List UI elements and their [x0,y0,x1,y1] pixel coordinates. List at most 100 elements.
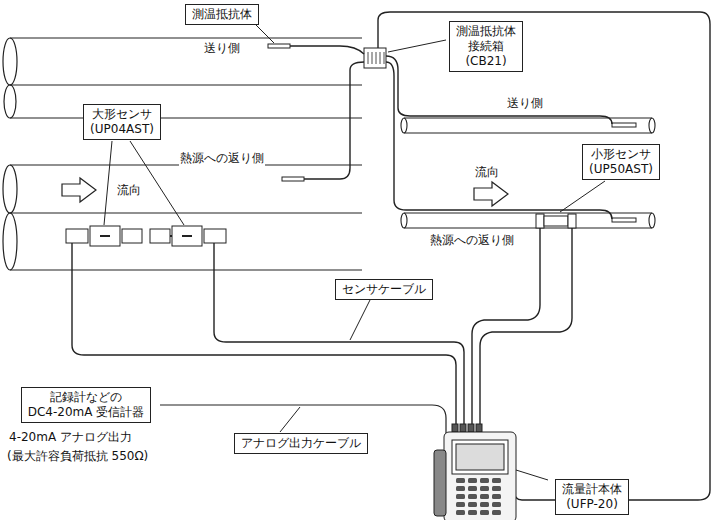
callout-box: センサケーブル [335,279,433,300]
callout-box: 測温抵抗体 接続箱 (CB21) [449,21,523,72]
small-sensor [544,216,568,226]
callout-text: センサケーブル [342,282,426,297]
large-sensor [172,226,202,246]
keypad-key [492,478,501,483]
flowmeter-body [434,424,516,520]
flowmeter-body [460,424,466,432]
flow-arrow [62,178,96,202]
sensor-cable [472,228,540,430]
pipe-label: 熱源への返り側 [179,151,265,166]
keypad-key [468,494,477,499]
pipe-label: 流向 [116,183,142,198]
leader-line [255,24,274,43]
keypad-key [456,502,465,507]
flowmeter-body [444,432,516,520]
flowmeter-body [434,450,446,516]
flowmeter-body [456,444,504,470]
pipe-label: (最大許容負荷抵抗 550Ω) [6,449,149,464]
keypad-key [456,510,465,515]
keypad-key [492,486,501,491]
large-pipe [10,165,362,270]
large-pipe [3,38,17,85]
junction-box [368,52,384,64]
callout-text: 小形センサ (UP50AST) [589,147,653,177]
large-pipe [4,85,16,118]
leader-line [516,470,548,480]
flowmeter-body [452,424,458,432]
flowmeter-body [476,424,482,432]
keypad-key [468,486,477,491]
callout-text: DC4-20mA 受信計器 [28,405,145,420]
rtd-cable [386,62,612,219]
small-pipe [401,213,407,228]
rtd-cable [290,46,364,54]
callout-text: アナログ出力ケーブル [241,436,361,451]
small-pipe [649,213,655,228]
rtd-probe [268,44,290,48]
sensor-cable [214,243,464,430]
keypad-key [492,494,501,499]
leader-line [388,40,446,52]
receiver-box: 記録計などのDC4-20mA 受信計器 [21,387,152,423]
large-sensor [66,226,226,246]
rtd-probe [612,123,636,127]
large-pipe [3,38,362,270]
pipe-label: 流向 [474,165,500,180]
callout-text: 測温抵抗体 接続箱 (CB21) [456,24,516,69]
keypad-key [492,510,501,515]
callout-box: アナログ出力ケーブル [234,433,368,454]
callout-text: 流量計本体 (UFP-20) [562,482,622,512]
small-pipe [401,118,655,228]
keypad-key [480,510,489,515]
pipe-label: 熱源への返り側 [429,233,515,248]
rtd-cable [304,62,364,179]
small-sensor [568,214,576,228]
rtd-cable [290,12,710,500]
keypad-key [456,478,465,483]
large-pipe [3,165,17,213]
callout-box: 測温抵抗体 [185,4,259,25]
callout-text: 記録計などの [28,390,145,405]
junction-box [364,48,386,68]
leader-line [104,141,184,225]
keypad-key [468,510,477,515]
flowmeter-body [452,440,508,474]
sensor-cable [480,228,572,430]
pipe-label: 4-20mA アナログ出力 [8,430,133,445]
flow-arrow [474,182,508,206]
large-sensor [204,229,226,243]
small-pipe [649,118,655,133]
keypad-key [456,494,465,499]
small-pipe [401,118,407,133]
leader-line [104,24,605,480]
large-sensor [122,229,142,243]
large-pipe [10,38,362,118]
callout-box: 大形センサ (UP04AST) [83,104,161,140]
junction-box [364,48,386,68]
keypad-key [468,478,477,483]
callout-text: 測温抵抗体 [192,7,252,22]
keypad-key [480,486,489,491]
large-pipe [3,213,17,270]
pipe-label: 送り側 [203,41,241,56]
flow-arrow [62,178,508,206]
callout-box: 小形センサ (UP50AST) [582,144,660,180]
keypad-key [480,502,489,507]
small-sensor [536,214,544,228]
leader-line [280,407,300,432]
rtd-probe [612,218,636,222]
small-pipe [404,213,652,228]
keypad-key [480,494,489,499]
keypad-key [468,502,477,507]
pipe-label: 送り側 [506,96,544,111]
flowmeter-body [468,424,474,432]
large-sensor [66,229,88,243]
keypad-key [480,478,489,483]
small-pipe [404,118,652,133]
large-sensor [150,229,170,243]
rtd-cable [378,12,710,500]
small-sensor [536,214,576,228]
rtd-probe [282,177,304,181]
